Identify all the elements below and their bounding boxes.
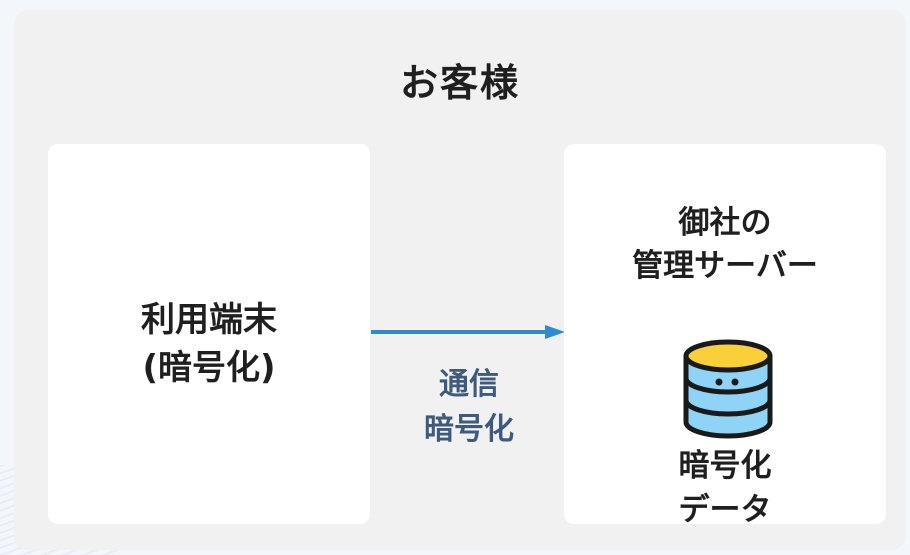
encrypted-data-label-line2: データ [678,492,772,528]
communication-arrow [371,325,565,339]
encrypted-data-label: 暗号化 データ [564,444,886,532]
user-device-label: 利用端末 (暗号化) [48,296,370,392]
server-label-line1: 御社の [678,205,772,241]
user-device-label-line2: (暗号化) [142,348,276,388]
communication-arrow-head [545,325,565,339]
customer-title: お客様 [399,61,520,105]
user-device-label-line1: 利用端末 [141,300,277,340]
user-device-box: 利用端末 (暗号化) [48,144,370,524]
communication-label-line2: 暗号化 [424,412,514,447]
encrypted-data-label-line1: 暗号化 [678,448,772,484]
database-icon [683,339,773,439]
management-server-label: 御社の 管理サーバー [564,202,886,288]
server-label-line2: 管理サーバー [632,248,818,284]
management-server-box: 御社の 管理サーバー 暗号化 データ [564,144,886,528]
communication-label-line1: 通信 [439,367,499,402]
customer-environment-panel: お客様 利用端末 (暗号化) 通信 暗号化 御社の 管理サーバー 暗号化 データ [14,10,906,550]
communication-encryption-label: 通信 暗号化 [394,362,544,452]
